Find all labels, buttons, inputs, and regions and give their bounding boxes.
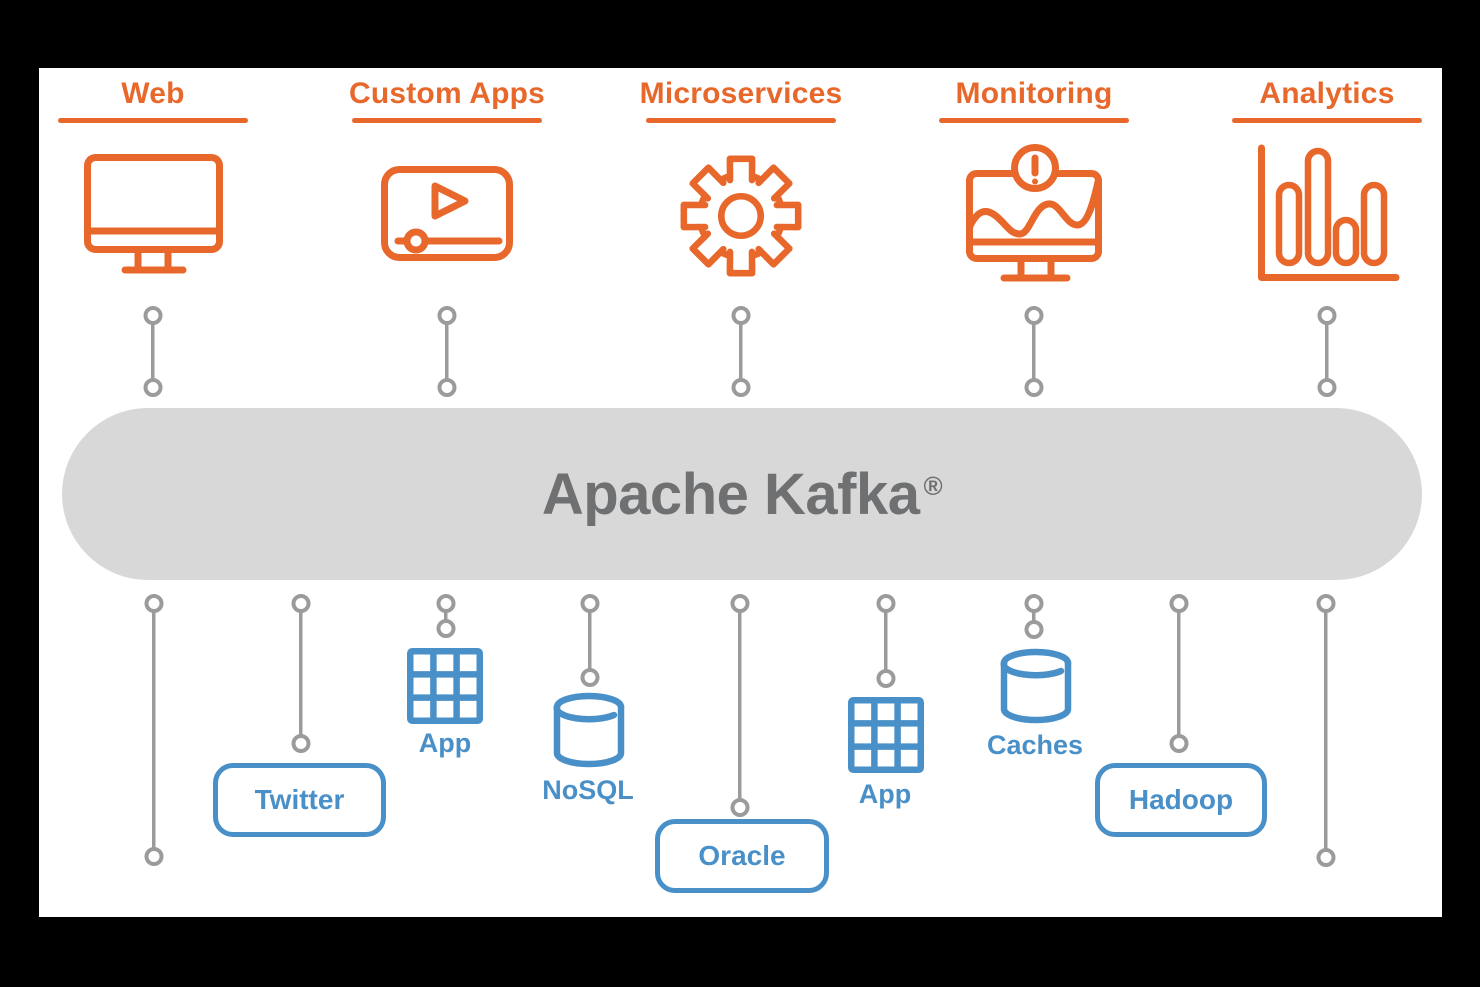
connector-kafka-oracle <box>730 594 750 817</box>
app-label-2: App <box>858 779 912 809</box>
twitter-box: Twitter <box>213 763 386 837</box>
hadoop-box: Hadoop <box>1095 763 1267 837</box>
connector-analytics-kafka <box>1317 306 1337 397</box>
connector-kafka-right <box>1316 594 1336 867</box>
oracle-box: Oracle <box>655 819 829 893</box>
registered-trademark-symbol: ® <box>923 470 943 501</box>
microservices-underline <box>646 118 836 123</box>
kafka-pill: Apache Kafka® <box>62 408 1422 580</box>
video-player-icon <box>381 166 513 261</box>
connector-kafka-app2 <box>876 594 896 688</box>
kafka-name: Apache Kafka <box>541 461 920 527</box>
kafka-title: Apache Kafka® <box>541 461 943 528</box>
diagram-canvas: Web Custom Apps Microservices Monitoring… <box>39 68 1442 917</box>
nosql-label: NoSQL <box>542 775 634 805</box>
app-label-1: App <box>418 728 472 758</box>
monitoring-underline <box>939 118 1129 123</box>
analytics-underline <box>1232 118 1422 123</box>
hadoop-label: Hadoop <box>1128 784 1234 815</box>
connector-web-kafka <box>143 306 163 397</box>
connector-kafka-hadoop <box>1169 594 1189 753</box>
app-grid-icon-1 <box>407 648 483 724</box>
producer-label-monitoring: Monitoring <box>955 77 1113 110</box>
producer-label-analytics: Analytics <box>1259 77 1395 110</box>
producer-label-web: Web <box>121 77 185 110</box>
twitter-label: Twitter <box>254 784 345 815</box>
oracle-label: Oracle <box>698 840 786 871</box>
connector-kafka-left <box>144 594 164 866</box>
connector-kafka-nosql <box>580 594 600 687</box>
connector-kafka-twitter <box>291 594 311 753</box>
custom-apps-underline <box>352 118 542 123</box>
producer-label-custom-apps: Custom Apps <box>348 77 546 110</box>
caches-label: Caches <box>986 730 1084 760</box>
desktop-monitor-icon <box>84 154 224 276</box>
connector-monitoring-kafka <box>1024 306 1044 397</box>
connector-kafka-caches <box>1024 594 1044 639</box>
connector-kafka-app1 <box>436 594 456 638</box>
connector-microservices-kafka <box>731 306 751 397</box>
app-grid-icon-2 <box>848 697 924 773</box>
monitor-alert-icon <box>966 144 1102 284</box>
web-underline <box>58 118 248 123</box>
connector-custom-apps-kafka <box>437 306 457 397</box>
producer-label-microservices: Microservices <box>639 77 843 110</box>
bar-chart-icon <box>1256 144 1400 286</box>
gear-icon <box>679 154 803 278</box>
caches-database-icon <box>1000 648 1072 724</box>
nosql-database-icon <box>553 692 625 768</box>
